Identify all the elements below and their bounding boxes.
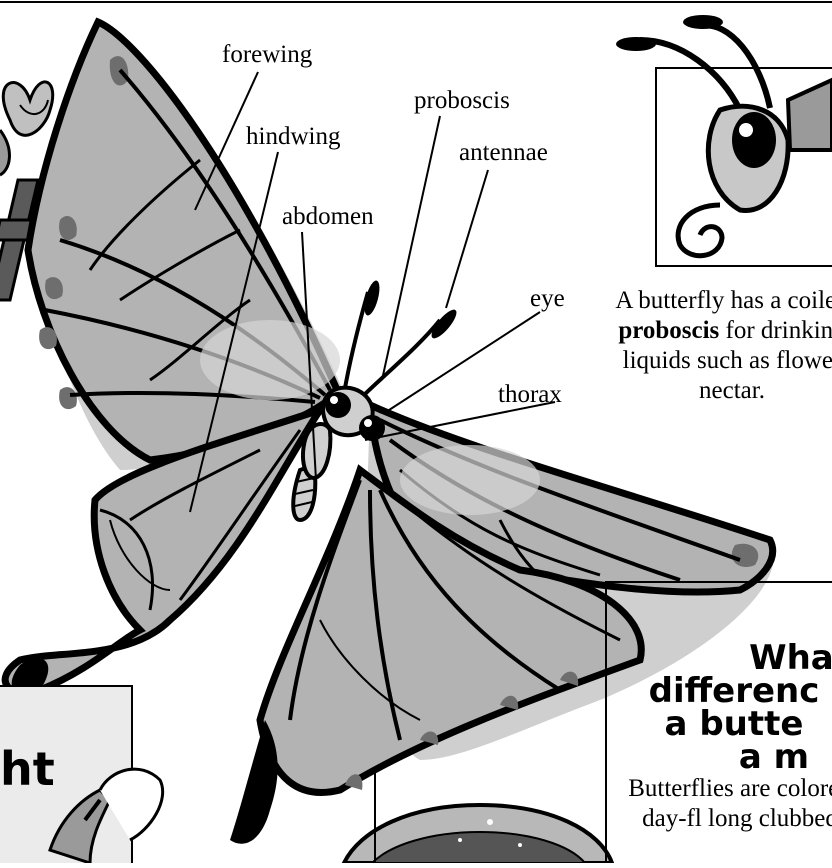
heading-line-4: a m: [604, 741, 832, 774]
label-abdomen: abdomen: [282, 204, 374, 229]
label-eye: eye: [530, 286, 565, 311]
wing-highlight-right: [400, 445, 540, 515]
bottom-circle: [344, 805, 612, 863]
caption-bold: proboscis: [618, 317, 719, 344]
label-antennae: antennae: [459, 140, 548, 165]
label-proboscis: proboscis: [414, 88, 510, 113]
label-hindwing: hindwing: [246, 124, 340, 149]
proboscis-inset: [616, 15, 832, 266]
proboscis-caption: A butterfly has a coiled proboscis for d…: [612, 286, 832, 406]
caption-pre: A butterfly has a coiled: [615, 287, 832, 314]
section-body: Butterflies are colored day-fl long club…: [620, 774, 832, 834]
pointer-antennae: [446, 170, 488, 308]
left-title-fragment: ht: [0, 742, 55, 796]
section-heading: What differenc a butte a m: [604, 642, 832, 774]
pointer-proboscis: [382, 116, 440, 380]
label-forewing: forewing: [222, 42, 312, 67]
label-thorax: thorax: [498, 382, 562, 407]
